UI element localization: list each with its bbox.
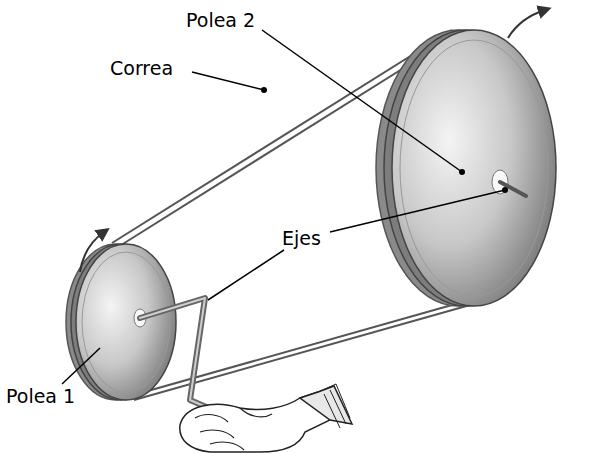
rotation-arrow	[508, 10, 545, 38]
part-label: Ejes	[282, 228, 321, 249]
part-label: Polea 1	[6, 386, 75, 407]
hand	[180, 384, 352, 452]
leader-dot	[459, 169, 465, 175]
leader-dot	[502, 187, 508, 193]
leader-lines	[62, 30, 505, 384]
pulley-2	[376, 30, 556, 306]
part-label: Polea 2	[186, 10, 255, 31]
pulley-1	[66, 244, 176, 400]
part-label: Correa	[110, 58, 173, 79]
leader-dot	[261, 87, 267, 93]
rotation-arrow	[80, 232, 104, 272]
